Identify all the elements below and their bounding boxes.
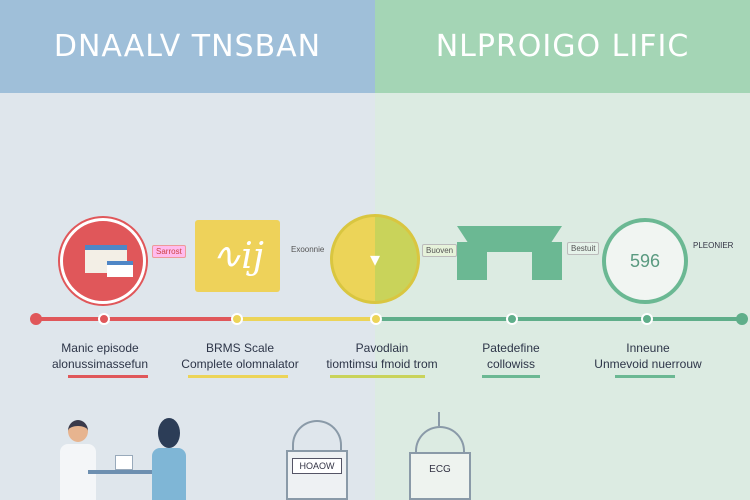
caption-title: Inneune [626, 341, 670, 355]
timeline-dot [641, 313, 653, 325]
score-value: 596 [629, 250, 661, 271]
caption-underline [68, 375, 148, 378]
step-caption: Patedefine collowiss [441, 340, 581, 372]
step-tag: PLEONIER [693, 241, 734, 250]
scale-circle-icon: ▾ [330, 214, 420, 304]
doctor-figure [58, 420, 98, 500]
timeline-dot [98, 313, 110, 325]
timeline-green [376, 317, 742, 321]
table [88, 470, 168, 474]
caption-underline [482, 375, 540, 378]
score-circle: 596 [602, 218, 688, 304]
browser-window-icon [60, 218, 146, 304]
patient-figure [150, 418, 190, 500]
building-dome-2: ECG [405, 412, 475, 500]
building-sign: ECG [429, 464, 451, 475]
step-caption: Pavodlain tiomtimsu fmoid trom [312, 340, 452, 372]
left-title: DNAALV TNSBAN [53, 29, 322, 64]
caption-title: Manic episode [61, 341, 139, 355]
building-icon [457, 226, 562, 280]
building-dome-1: HOAOW [282, 420, 352, 500]
caption-underline [615, 375, 675, 378]
document-icon [115, 455, 133, 470]
timeline-dot [370, 313, 382, 325]
caption-sub: Complete olomnalator [181, 357, 299, 371]
timeline-dot [30, 313, 42, 325]
caption-sub: alonussimassefun [51, 357, 149, 371]
caption-sub: collowiss [486, 357, 535, 371]
signature-icon: ∿ij [195, 220, 280, 292]
timeline-dot [506, 313, 518, 325]
timeline-dot [231, 313, 243, 325]
caption-title: Pavodlain [355, 341, 409, 355]
caption-underline [330, 375, 425, 378]
caption-title: BRMS Scale [205, 341, 275, 355]
right-title: NLPROIGO LIFIC [435, 29, 690, 64]
step-tag: Sarrost [152, 245, 186, 258]
timeline-yellow [236, 317, 376, 321]
header-left: DNAALV TNSBAN [0, 0, 375, 93]
caption-sub: Unmevoid nuerrouw [594, 357, 702, 371]
caption-sub: tiomtimsu fmoid trom [326, 357, 438, 371]
step-tag: Buoven [422, 244, 458, 257]
step-tag: Bestuit [567, 242, 600, 255]
caption-underline [188, 375, 288, 378]
timeline-red [36, 317, 236, 321]
caption-title: Patedefine [482, 341, 540, 355]
timeline-dot [736, 313, 748, 325]
header-right: NLPROIGO LIFIC [375, 0, 750, 93]
building-sign: HOAOW [292, 458, 342, 474]
step-caption: Manic episode alonussimassefun [30, 340, 170, 372]
step-tag: Exoonnie [291, 245, 325, 254]
